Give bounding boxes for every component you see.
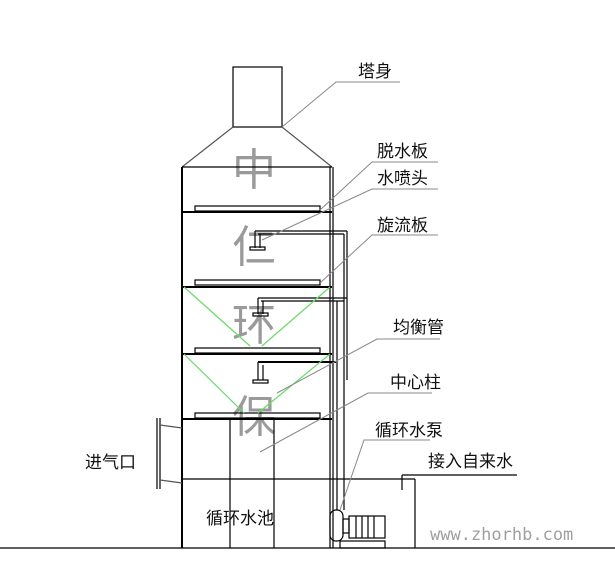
spray-pipes xyxy=(249,230,348,510)
label-tap-water-inlet: 接入自来水 xyxy=(428,452,513,472)
watermark-char-3: 环 xyxy=(232,300,276,351)
watermark-url: www.zhorhb.com xyxy=(430,525,573,545)
label-air-inlet: 进气口 xyxy=(85,453,136,473)
label-balance-pipe: 均衡管 xyxy=(393,318,444,338)
watermark-chars: 中 仁 环 保 xyxy=(232,145,276,443)
label-demister: 脱水板 xyxy=(377,142,428,162)
stack-outlet xyxy=(232,66,283,128)
watermark-char-1: 中 xyxy=(232,145,276,196)
label-circulation-pump: 循环水泵 xyxy=(375,421,443,441)
pump xyxy=(329,509,386,549)
leader-lines xyxy=(259,81,440,511)
label-spray-nozzle: 水喷头 xyxy=(377,169,428,189)
label-swirl-plate: 旋流板 xyxy=(377,216,428,236)
label-center-column: 中心柱 xyxy=(390,373,441,393)
label-circulation-tank: 循环水池 xyxy=(206,509,274,529)
label-tower-body: 塔身 xyxy=(358,62,392,82)
tower-structure xyxy=(0,66,615,549)
